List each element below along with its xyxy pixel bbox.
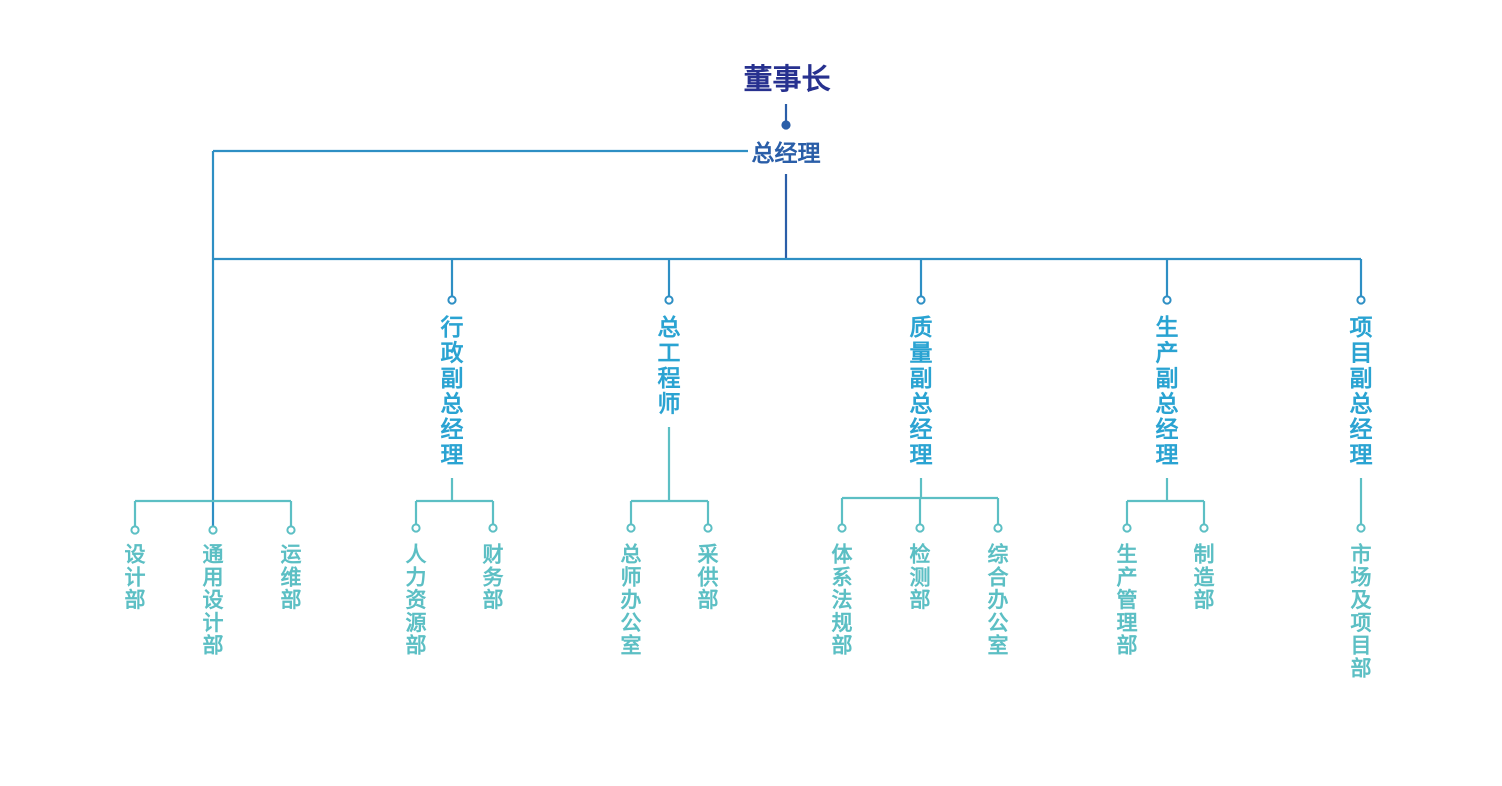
vp-dot-chief-engineer [664,295,674,305]
chairman-title: 董事长 [743,62,831,96]
dept-dot-chief-engineer-0 [626,523,636,533]
dept-dot-quality-1 [915,523,925,533]
gm-direct-dot-2 [286,525,296,535]
vp-title-project: 项目副总经理 [1350,315,1373,469]
dept-label-quality-2: 综合办公室 [988,542,1010,657]
dept-dot-admin-0 [411,523,421,533]
vp-dot-production [1162,295,1172,305]
connector-lines [130,104,1366,535]
dept-label-production-1: 制造部 [1194,542,1216,612]
dept-label-chief-engineer-0: 总师办公室 [621,542,642,657]
dept-label-production-0: 生产管理部 [1117,542,1138,657]
chairman-gm-dot [781,120,791,130]
gm-direct-dot-0 [130,525,140,535]
vp-title-production: 生产副总经理 [1156,315,1179,469]
vp-title-quality: 质量副总经理 [910,315,933,469]
dept-label-quality-1: 检测部 [910,542,931,612]
gm-direct-dept-1: 通用设计部 [203,542,224,657]
gm-direct-dept-2: 运维部 [281,542,302,612]
dept-label-quality-0: 体系法规部 [832,542,854,657]
vp-title-admin: 行政副总经理 [440,314,465,469]
dept-label-admin-0: 人力资源部 [406,542,427,657]
dept-dot-admin-1 [488,523,498,533]
dept-label-chief-engineer-1: 采供部 [697,542,719,612]
dept-dot-quality-2 [993,523,1003,533]
vp-dot-admin [447,295,457,305]
vp-dot-project [1356,295,1366,305]
gm-direct-dept-0: 设计部 [125,542,146,612]
dept-label-project-0: 市场及项目部 [1351,542,1373,680]
vp-dot-quality [916,295,926,305]
dept-dot-production-0 [1122,523,1132,533]
general-manager-title: 总经理 [752,140,821,167]
dept-dot-project-0 [1356,523,1366,533]
dept-dot-quality-0 [837,523,847,533]
dept-label-admin-1: 财务部 [483,542,505,612]
dept-dot-production-1 [1199,523,1209,533]
dept-dot-chief-engineer-1 [703,523,713,533]
gm-direct-dot-1 [208,525,218,535]
vp-title-chief-engineer: 总工程师 [658,314,681,418]
